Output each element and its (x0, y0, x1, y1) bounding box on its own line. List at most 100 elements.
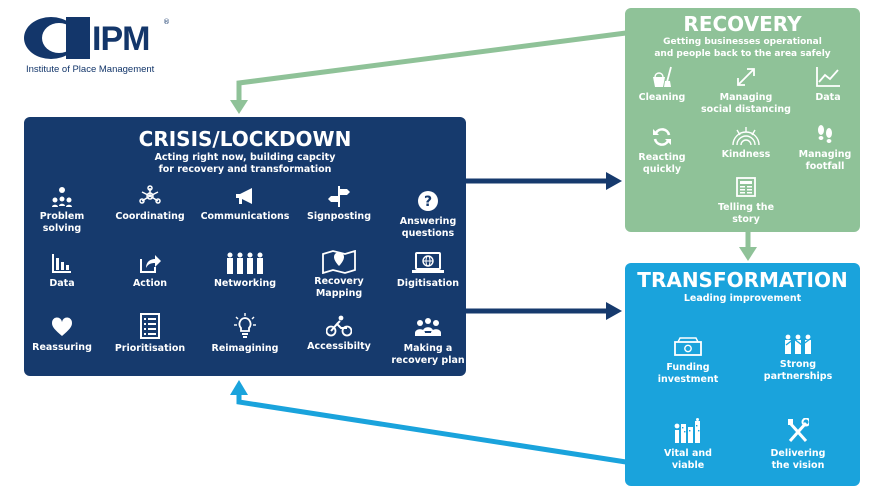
crisis-item-label: Recovery Mapping (314, 276, 364, 299)
bucket-mop-icon (651, 66, 673, 88)
svg-text:?: ? (424, 194, 432, 210)
rainbow-icon (731, 123, 761, 146)
recovery-item-label: Telling the story (717, 202, 775, 225)
transformation-item-label: Funding investment (657, 362, 719, 385)
arrow-head-transformation-to-crisis (230, 380, 248, 395)
megaphone-icon (234, 185, 256, 207)
recovery-item-label: Reacting quickly (638, 152, 686, 175)
crisis-item-label: Digitisation (396, 278, 460, 289)
crisis-item-label: Reassuring (32, 342, 92, 353)
partners-icon (783, 333, 813, 355)
transformation-item-delivering-vision: Delivering the vision (753, 418, 843, 472)
recovery-item-label: Data (815, 92, 841, 103)
signpost-icon (328, 185, 350, 207)
ipm-logo-mark-icon (24, 17, 90, 59)
share-arrow-icon (139, 252, 161, 274)
bar-chart-icon (51, 252, 73, 274)
ipm-logo: IPM ® Institute of Place Management (24, 16, 170, 76)
logo-registered: ® (163, 18, 170, 26)
crisis-item-reassuring: Reassuring (17, 316, 107, 354)
crisis-item-digitisation: Digitisation (383, 252, 473, 290)
logo-mark-text: IPM (92, 20, 150, 58)
footprints-icon (814, 123, 836, 145)
checklist-icon (139, 313, 161, 339)
crisis-item-recovery-plan: Making a recovery plan (383, 317, 473, 367)
crisis-item-label: Networking (213, 278, 277, 289)
cyclist-icon (326, 315, 352, 337)
recovery-title: RECOVERY (683, 12, 802, 36)
network-nodes-icon (139, 185, 161, 207)
transformation-panel: TRANSFORMATION Leading improvement Fundi… (625, 263, 860, 486)
recovery-item-data: Data (783, 66, 873, 104)
transformation-item-label: Delivering the vision (770, 448, 826, 471)
crisis-lockdown-panel: CRISIS/LOCKDOWN Acting right now, buildi… (24, 117, 466, 376)
problem-solving-icon (51, 185, 73, 207)
crisis-item-networking: Networking (200, 252, 290, 290)
recovery-item-kindness: Kindness (701, 123, 791, 161)
crisis-title: CRISIS/LOCKDOWN (138, 127, 352, 151)
diagonal-arrows-icon (735, 66, 757, 88)
transformation-item-partnerships: Strong partnerships (753, 333, 843, 383)
recovery-item-label: Kindness (721, 149, 771, 160)
recovery-item-reacting-quickly: Reacting quickly (617, 126, 707, 176)
transformation-title: TRANSFORMATION (637, 268, 848, 292)
transformation-item-label: Vital and viable (664, 448, 712, 471)
crisis-item-communications: Communications (200, 185, 290, 223)
recovery-item-label: Managing footfall (798, 149, 852, 172)
question-icon: ? (417, 190, 439, 212)
crisis-item-reimagining: Reimagining (200, 313, 290, 355)
arrow-head-crisis-to-transformation (606, 302, 622, 320)
crisis-item-label: Problem solving (39, 211, 85, 234)
crisis-item-label: Action (132, 278, 168, 289)
people-group-icon (225, 252, 265, 274)
crisis-item-label: Communications (200, 211, 290, 222)
crisis-item-label: Coordinating (115, 211, 185, 222)
transformation-item-funding: Funding investment (643, 336, 733, 386)
meeting-icon (414, 317, 442, 339)
crisis-item-prioritisation: Prioritisation (105, 313, 195, 355)
laptop-globe-icon (411, 252, 445, 274)
crisis-item-signposting: Signposting (294, 185, 384, 223)
transformation-subtitle: Leading improvement (683, 293, 802, 304)
recovery-item-managing-footfall: Managing footfall (780, 123, 870, 173)
arrow-head-recovery-to-crisis (230, 100, 248, 114)
crisis-subtitle: Acting right now, building capcity for r… (154, 152, 336, 175)
arrow-head-crisis-to-recovery (606, 172, 622, 190)
recovery-subtitle: Getting businesses operational and peopl… (654, 37, 831, 59)
heart-icon (51, 316, 73, 338)
crisis-item-label: Answering questions (399, 216, 457, 239)
crisis-item-problem-solving: Problem solving (17, 185, 107, 235)
crisis-item-action: Action (105, 252, 195, 290)
map-pin-icon (322, 250, 356, 274)
newspaper-icon (735, 176, 757, 198)
recovery-item-label: Managing social distancing (701, 92, 791, 115)
crisis-item-coordinating: Coordinating (105, 185, 195, 223)
crisis-item-label: Accessibilty (307, 341, 371, 352)
crisis-item-label: Signposting (306, 211, 371, 222)
arrow-recovery-to-crisis (236, 30, 627, 103)
banknote-icon (674, 336, 702, 358)
arrow-head-recovery-to-transformation (739, 247, 757, 261)
crisis-item-label: Prioritisation (114, 343, 186, 354)
crisis-item-label: Data (49, 278, 75, 289)
recovery-item-social-distancing: Managing social distancing (701, 66, 791, 116)
recovery-item-telling-story: Telling the story (701, 176, 791, 226)
crisis-item-answering-questions: ? Answering questions (383, 190, 473, 240)
crisis-item-data: Data (17, 252, 107, 290)
crisis-item-accessibility: Accessibilty (294, 315, 384, 353)
crisis-item-label: Reimagining (211, 343, 279, 354)
crisis-item-label: Making a recovery plan (391, 343, 465, 366)
arrow-transformation-to-crisis (236, 392, 627, 465)
lightbulb-icon (234, 313, 256, 339)
recovery-item-cleaning: Cleaning (617, 66, 707, 104)
logo-subtitle: Institute of Place Management (26, 64, 155, 75)
refresh-icon (651, 126, 673, 148)
transformation-item-vital-viable: Vital and viable (643, 418, 733, 472)
city-icon (673, 418, 703, 444)
crisis-item-recovery-mapping: Recovery Mapping (294, 250, 384, 300)
recovery-item-label: Cleaning (638, 92, 686, 103)
line-chart-icon (815, 66, 841, 88)
recovery-panel: RECOVERY Getting businesses operational … (625, 8, 860, 232)
transformation-item-label: Strong partnerships (763, 359, 833, 382)
